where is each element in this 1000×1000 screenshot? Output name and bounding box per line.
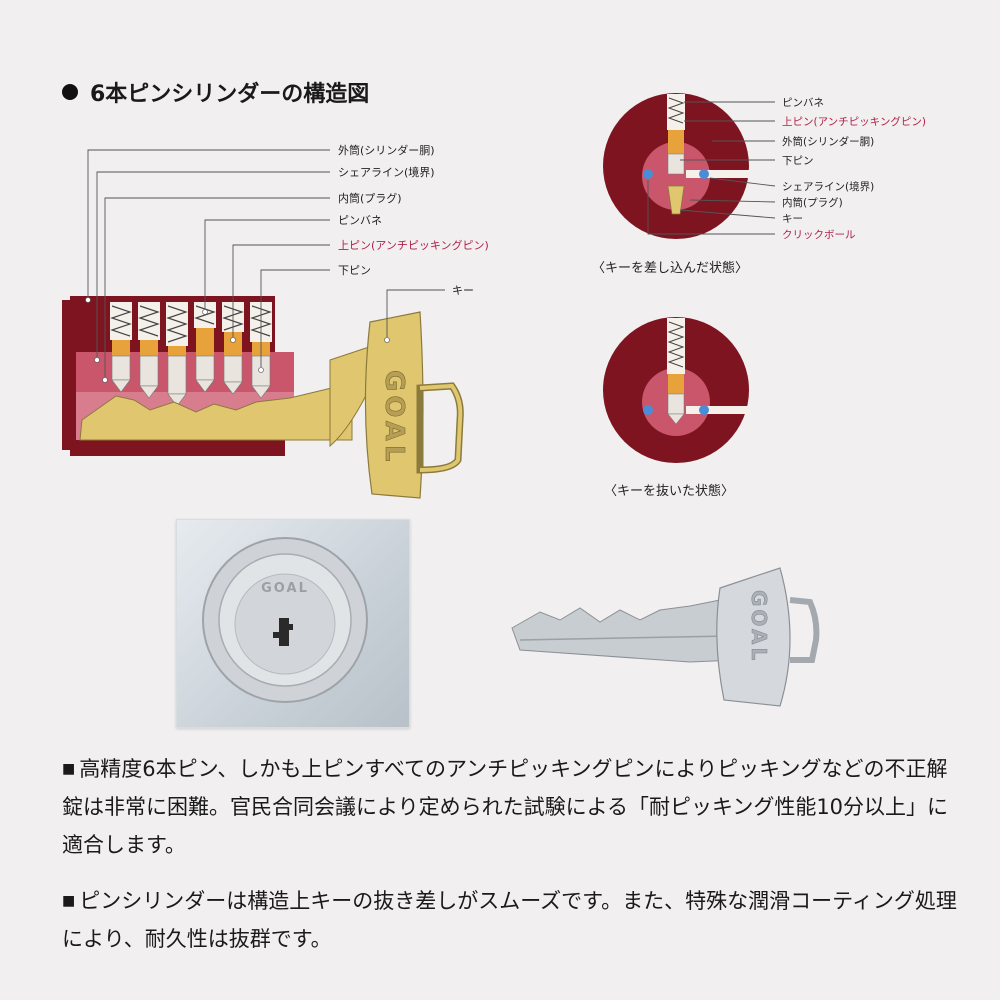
- description-2: ■ピンシリンダーは構造上キーの抜き差しがスムーズです。また、特殊な潤滑コーティン…: [62, 882, 962, 958]
- outer-shell-left: [62, 300, 76, 450]
- label-upper-pin: 上ピン(アンチピッキングピン): [338, 238, 489, 252]
- key-photo: GOAL: [511, 567, 820, 707]
- pin-3: [166, 302, 188, 407]
- caption-key-removed: 〈キーを抜いた状態〉: [604, 483, 734, 499]
- label-outer-cylinder: 外筒(シリンダー胴): [338, 143, 435, 157]
- pin-stack: [110, 302, 272, 407]
- key-inserted-circle: [603, 93, 750, 239]
- caption-key-inserted: 〈キーを差し込んだ状態〉: [592, 260, 748, 276]
- tr-label-lower-pin: 下ピン: [782, 155, 814, 167]
- pin-5: [222, 302, 244, 395]
- description-2-bullet: ■: [62, 893, 76, 909]
- tr-label-inner: 内筒(プラグ): [782, 196, 843, 209]
- cylinder-cross-section: [62, 296, 353, 456]
- tr-label-outer: 外筒(シリンダー胴): [782, 135, 874, 148]
- outer-shell-bottom: [70, 440, 285, 456]
- pin-2: [138, 302, 160, 399]
- key-blade: [79, 385, 353, 441]
- cylinder-brand-text: GOAL: [261, 581, 309, 596]
- label-key: キー: [452, 284, 474, 297]
- label-inner-plug: 内筒(プラグ): [338, 191, 402, 205]
- pin-4: [194, 302, 216, 393]
- tr-label-key: キー: [782, 213, 803, 225]
- description-2-text: ピンシリンダーは構造上キーの抜き差しがスムーズです。また、特殊な潤滑コーティング…: [62, 889, 957, 951]
- tr-label-upper-pin: 上ピン(アンチピッキングピン): [782, 115, 926, 128]
- photo-key-brand: GOAL: [747, 590, 771, 663]
- tr-label-spring: ピンバネ: [782, 97, 824, 109]
- label-lower-pin: 下ピン: [338, 264, 371, 277]
- cylinder-photo: GOAL: [176, 519, 410, 728]
- diagram-title-text: 6本ピンシリンダーの構造図: [90, 82, 370, 107]
- circle-leader-lines: [647, 101, 776, 235]
- description-1: ■高精度6本ピン、しかも上ピンすべてのアンチピッキングピンによりピッキングなどの…: [62, 750, 962, 864]
- main-leader-lines: [87, 149, 445, 380]
- key-removed-circle: [603, 317, 750, 463]
- label-pin-spring: ピンバネ: [338, 214, 382, 227]
- key-bow: GOAL: [329, 311, 464, 499]
- pin-1: [110, 302, 132, 393]
- description-1-text: 高精度6本ピン、しかも上ピンすべてのアンチピッキングピンによりピッキングなどの不…: [62, 757, 949, 857]
- tr-label-click-ball: クリックボール: [782, 229, 856, 241]
- cylinder-photo-drawing: GOAL: [202, 537, 368, 703]
- keyhole-icon: [279, 618, 289, 646]
- title-bullet-icon: [62, 84, 78, 100]
- main-leader-dots: [85, 297, 390, 383]
- label-shear-line: シェアライン(境界): [338, 165, 435, 179]
- key-brand-text: GOAL: [379, 370, 409, 465]
- tr-label-shear: シェアライン(境界): [782, 180, 874, 193]
- description-1-bullet: ■: [62, 761, 76, 777]
- diagram-title: 6本ピンシリンダーの構造図: [62, 76, 369, 108]
